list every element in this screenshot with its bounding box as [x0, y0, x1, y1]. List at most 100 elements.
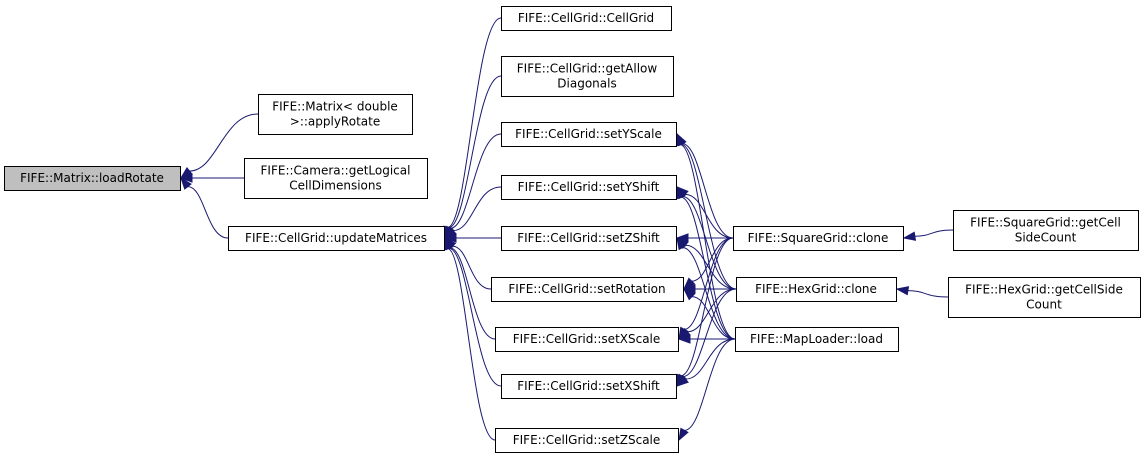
- edge-line: [682, 143, 734, 239]
- node-label: FIFE::Matrix< double: [272, 100, 398, 114]
- node-box: [948, 277, 1141, 318]
- edge-line: [450, 133, 502, 229]
- edge-arrowhead: [677, 334, 691, 344]
- node-label: FIFE::MapLoader::load: [750, 332, 883, 346]
- edge-square-clone-to-set-rotation: [682, 237, 734, 291]
- node-label: FIFE::CellGrid::setZScale: [513, 433, 661, 447]
- edge-line: [685, 244, 737, 290]
- edge-line: [691, 296, 736, 340]
- node-set-zshift[interactable]: FIFE::CellGrid::setZShift: [501, 226, 677, 251]
- edge-map-load-to-set-rotation: [682, 287, 736, 340]
- node-label: FIFE::Matrix::loadRotate: [20, 171, 164, 185]
- edge-arrowhead: [895, 286, 910, 296]
- edge-line: [679, 144, 736, 340]
- node-label: FIFE::Camera::getLogical: [261, 164, 411, 178]
- edge-set-zshift-to-update-matrices: [443, 233, 502, 243]
- graph-nodes: FIFE::Matrix::loadRotate FIFE::Matrix< do…: [4, 6, 1141, 453]
- node-label: FIFE::CellGrid::CellGrid: [518, 11, 654, 25]
- edge-arrowhead: [443, 233, 457, 243]
- edge-arrowhead: [676, 236, 687, 251]
- edge-map-load-to-set-zscale: [678, 338, 736, 442]
- edge-line: [914, 229, 954, 237]
- node-hex-clone[interactable]: FIFE::HexGrid::clone: [736, 277, 897, 302]
- edge-set-yshift-to-update-matrices: [443, 186, 502, 239]
- edge-get-logical-to-load-rotate: [179, 173, 244, 183]
- edge-arrowhead: [676, 185, 686, 200]
- node-square-clone[interactable]: FIFE::SquareGrid::clone: [733, 226, 904, 251]
- edge-line: [687, 288, 737, 333]
- edge-set-zscale-to-update-matrices: [443, 236, 496, 441]
- node-label: FIFE::CellGrid::setYScale: [515, 127, 662, 141]
- edge-line: [448, 75, 502, 229]
- node-set-xscale[interactable]: FIFE::CellGrid::setXScale: [495, 327, 679, 352]
- edge-line: [682, 246, 736, 340]
- node-map-load[interactable]: FIFE::MapLoader::load: [735, 327, 899, 352]
- node-label: Count: [1026, 298, 1062, 312]
- node-label: SideCount: [1015, 231, 1077, 245]
- edge-arrowhead: [682, 277, 696, 291]
- edge-line: [682, 195, 737, 290]
- node-box: [953, 210, 1139, 251]
- graph-edges: [179, 17, 954, 442]
- edge-line: [453, 186, 502, 232]
- edge-map-load-to-set-zshift: [676, 236, 736, 340]
- edge-arrowhead: [179, 173, 193, 183]
- node-box: [501, 175, 677, 200]
- edge-line: [187, 186, 229, 239]
- node-box: [501, 56, 674, 97]
- node-box: [228, 226, 445, 251]
- node-box: [501, 226, 677, 251]
- node-label: FIFE::SquareGrid::getCell: [970, 216, 1121, 230]
- edge-map-load-to-set-xscale: [677, 334, 735, 344]
- node-label: Diagonals: [557, 77, 616, 91]
- edge-cell-grid-to-update-matrices: [443, 17, 502, 240]
- node-box: [733, 226, 904, 251]
- edge-square-count-to-square-clone: [902, 229, 954, 241]
- edge-line: [685, 338, 736, 380]
- edge-get-allow-diagonals-to-update-matrices: [444, 75, 502, 240]
- edge-arrowhead: [902, 231, 917, 241]
- node-box: [501, 122, 677, 147]
- node-set-zscale[interactable]: FIFE::CellGrid::setZScale: [495, 428, 679, 453]
- node-set-yscale[interactable]: FIFE::CellGrid::setYScale: [501, 122, 677, 147]
- node-label: FIFE::CellGrid::getAllow: [517, 62, 658, 76]
- node-label: FIFE::CellGrid::updateMatrices: [245, 231, 427, 245]
- edge-hex-count-to-hex-clone: [895, 286, 949, 298]
- node-label: >::applyRotate: [290, 115, 380, 129]
- edge-line: [448, 247, 502, 387]
- edge-line: [907, 290, 949, 298]
- edge-arrowhead: [682, 287, 696, 301]
- edge-arrowhead: [678, 427, 689, 442]
- node-box: [735, 327, 899, 352]
- node-load-rotate[interactable]: FIFE::Matrix::loadRotate: [4, 166, 181, 191]
- node-box: [491, 277, 684, 302]
- node-box: [736, 277, 897, 302]
- edge-set-xshift-to-update-matrices: [444, 236, 502, 387]
- edge-arrowhead: [675, 375, 689, 387]
- edge-line: [684, 338, 736, 431]
- node-box: [258, 94, 413, 135]
- node-label: FIFE::SquareGrid::clone: [748, 231, 889, 245]
- node-label: FIFE::CellGrid::setXScale: [513, 332, 661, 346]
- node-label: FIFE::HexGrid::getCellSide: [965, 283, 1123, 297]
- edge-line: [452, 245, 492, 290]
- node-box: [495, 327, 679, 352]
- edge-line: [447, 248, 496, 441]
- edge-line: [682, 288, 737, 378]
- node-set-rotation[interactable]: FIFE::CellGrid::setRotation: [491, 277, 684, 302]
- node-update-matrices[interactable]: FIFE::CellGrid::updateMatrices: [228, 226, 445, 251]
- edge-line: [685, 193, 734, 239]
- node-cell-grid[interactable]: FIFE::CellGrid::CellGrid: [501, 6, 672, 31]
- edge-line: [691, 237, 734, 282]
- node-apply-rotate[interactable]: FIFE::Matrix< double >::applyRotate: [258, 94, 413, 135]
- node-box: [4, 166, 181, 191]
- node-box: [495, 428, 679, 453]
- node-set-xshift[interactable]: FIFE::CellGrid::setXShift: [501, 374, 677, 399]
- node-set-yshift[interactable]: FIFE::CellGrid::setYShift: [501, 175, 677, 200]
- edge-line: [189, 113, 259, 172]
